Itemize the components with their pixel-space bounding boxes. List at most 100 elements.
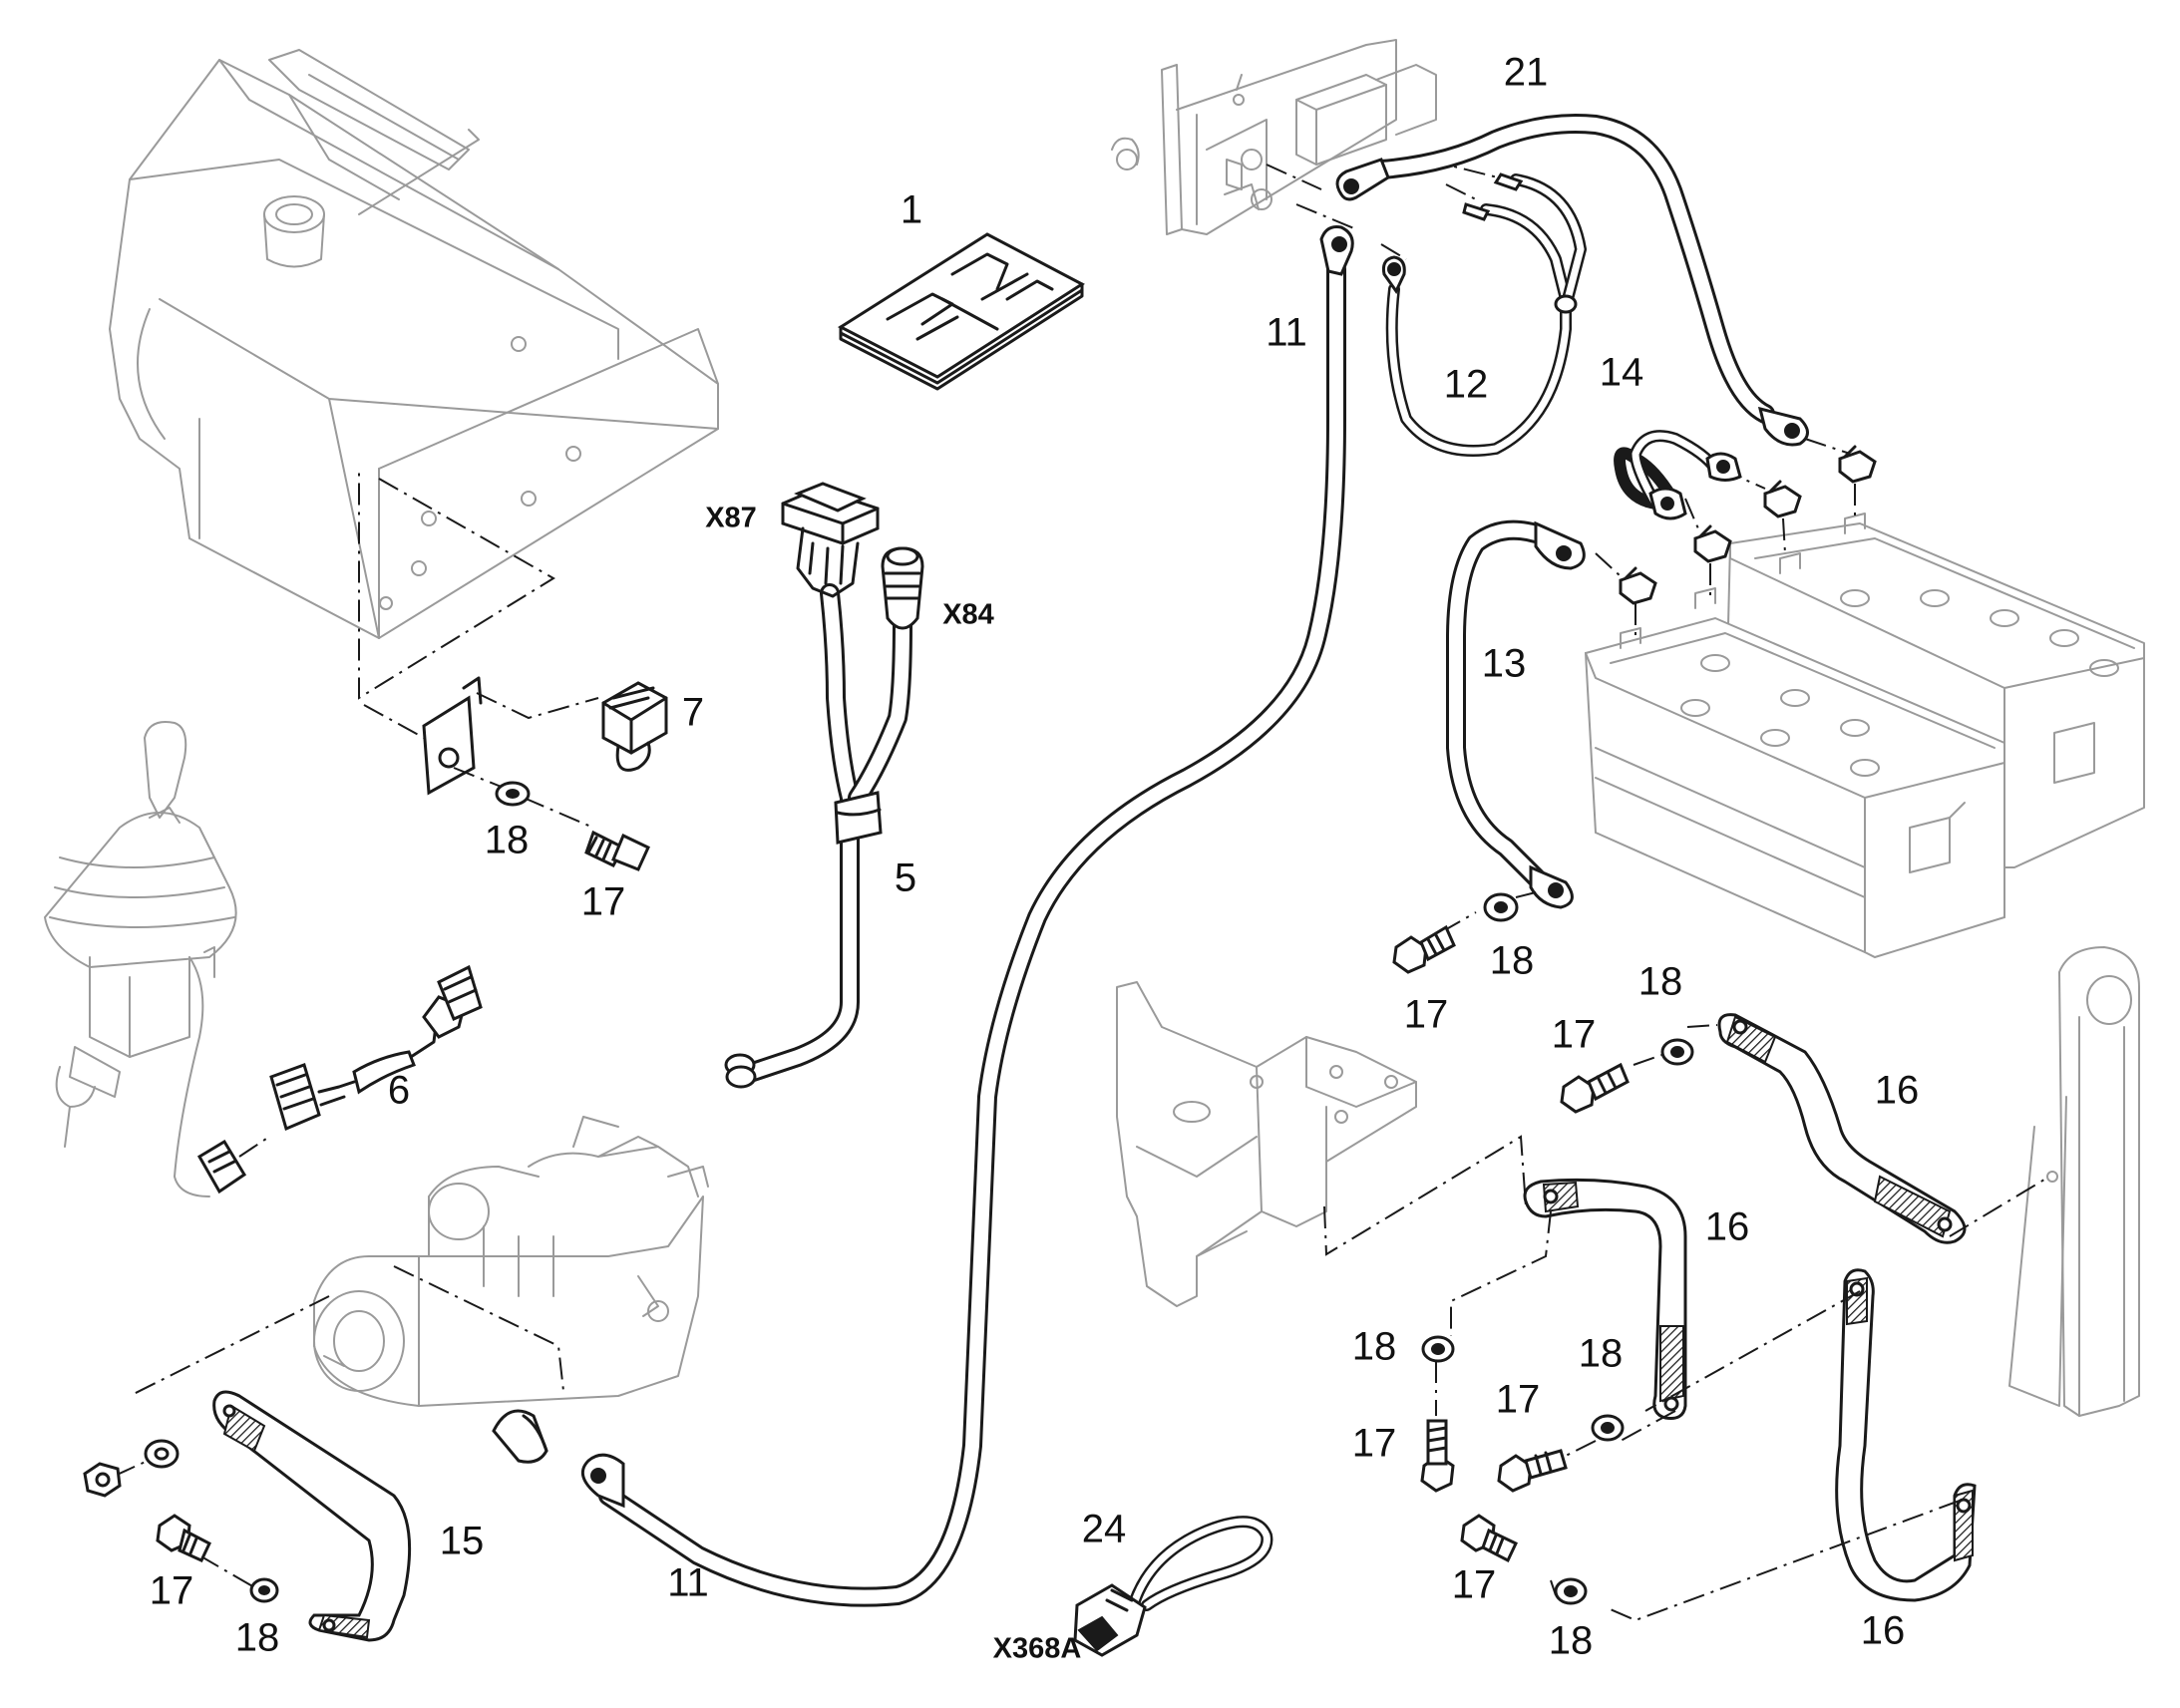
callout-12: 12: [1444, 363, 1489, 407]
callout-6: 6: [388, 1069, 410, 1113]
leader-line: [1605, 1500, 1961, 1622]
leader-line: [129, 1295, 330, 1397]
bolt: [1497, 1449, 1568, 1493]
washer: [1591, 1414, 1625, 1442]
washer: [144, 1439, 180, 1469]
washer: [1660, 1038, 1694, 1066]
battery-link-cable: [1614, 430, 1742, 520]
connector-label-x84: X84: [942, 599, 994, 631]
harness-6: [196, 964, 483, 1195]
washer: [1421, 1335, 1455, 1363]
cab-housing: [109, 49, 719, 639]
leader-line: [1380, 243, 1407, 260]
leader-line: [1686, 1024, 1718, 1028]
callout-18-f: 18: [235, 1616, 280, 1660]
callout-17-f: 17: [150, 1569, 194, 1613]
leader-line: [1684, 498, 1701, 534]
leader-line: [1804, 438, 1851, 455]
bolt: [1392, 924, 1456, 974]
leader-line: [358, 469, 555, 700]
ground-lead-24: [1073, 1516, 1273, 1657]
leader-line: [1266, 164, 1322, 190]
callout-18-c: 18: [1638, 960, 1683, 1004]
relay: [601, 681, 668, 772]
callout-18-d: 18: [1352, 1325, 1397, 1369]
leader-line: [1450, 1210, 1552, 1336]
bolt: [584, 830, 650, 871]
terminal-clamp: [1693, 524, 1732, 563]
callout-24: 24: [1082, 1508, 1127, 1551]
connector-label-x368a: X368A: [993, 1633, 1082, 1665]
callout-11-top: 11: [1266, 311, 1307, 355]
callout-17-c: 17: [1552, 1013, 1597, 1057]
callout-11-bottom: 11: [667, 1561, 709, 1605]
leader-line: [476, 692, 599, 720]
leader-line: [1565, 1440, 1597, 1457]
leader-line: [1949, 1176, 2050, 1237]
ground-strap-16: [1835, 1268, 1977, 1602]
callout-18-e: 18: [1579, 1332, 1624, 1376]
callout-17-a: 17: [581, 880, 626, 924]
washer: [1483, 892, 1519, 922]
callout-16-a: 16: [1875, 1069, 1920, 1113]
leader-line: [523, 797, 594, 829]
callout-16-c: 16: [1861, 1609, 1906, 1653]
callout-17-e: 17: [1352, 1422, 1397, 1466]
leader-line: [1633, 1051, 1671, 1066]
terminal-clamp: [1838, 445, 1877, 484]
callout-14: 14: [1600, 351, 1644, 395]
terminal-clamp: [1619, 566, 1657, 605]
bolt: [156, 1514, 211, 1562]
leader-line: [1515, 891, 1537, 898]
bolt: [1420, 1419, 1455, 1493]
callout-17-d: 17: [1496, 1378, 1541, 1422]
washer: [1554, 1577, 1588, 1605]
starter-motor: [313, 1116, 709, 1407]
washer: [249, 1577, 279, 1603]
connector-label-x87: X87: [705, 503, 757, 534]
callout-21: 21: [1504, 51, 1549, 95]
leader-line: [1445, 183, 1477, 200]
ground-strap-16: [1523, 1178, 1687, 1420]
joystick: [44, 721, 237, 1197]
callout-13: 13: [1482, 642, 1527, 686]
cable-13: [1446, 519, 1586, 909]
frame-bracket: [1116, 981, 1417, 1307]
cable-11: [580, 225, 1354, 1607]
callout-18-b: 18: [1490, 939, 1535, 983]
callout-5: 5: [895, 856, 916, 900]
leader-line: [453, 767, 505, 789]
callout-16-b: 16: [1705, 1205, 1750, 1249]
callout-15: 15: [440, 1520, 485, 1563]
nut: [83, 1462, 122, 1498]
ground-strap-15: [212, 1390, 412, 1642]
bolt: [1460, 1514, 1518, 1563]
leader-line: [1782, 517, 1786, 554]
terminal-boot: [492, 1409, 548, 1464]
bolt: [1560, 1062, 1630, 1114]
frame-post: [2008, 946, 2140, 1417]
leader-line: [1323, 1135, 1527, 1256]
washer: [495, 781, 531, 807]
cable-14: [1335, 114, 1809, 447]
callout-1: 1: [901, 188, 922, 232]
cable-12: [1382, 172, 1587, 457]
leader-line: [1595, 552, 1622, 577]
leader-line: [1295, 203, 1357, 230]
leader-line: [1620, 1410, 1676, 1442]
ground-strap-16: [1717, 1013, 1967, 1244]
callout-7: 7: [682, 691, 704, 735]
leader-line: [1644, 1290, 1861, 1412]
terminal-clamp: [1763, 480, 1802, 518]
callout-18-a: 18: [485, 819, 530, 862]
wiring-diagram-booklet: [837, 232, 1085, 391]
callout-17-b: 17: [1404, 993, 1449, 1037]
leader-line: [393, 1265, 564, 1392]
leader-line: [363, 704, 425, 739]
callout-17-g: 17: [1452, 1563, 1497, 1607]
callout-18-g: 18: [1549, 1619, 1594, 1663]
batteries: [1584, 512, 2145, 959]
leader-line: [198, 1554, 255, 1588]
battery-switch-box: [1111, 39, 1437, 235]
